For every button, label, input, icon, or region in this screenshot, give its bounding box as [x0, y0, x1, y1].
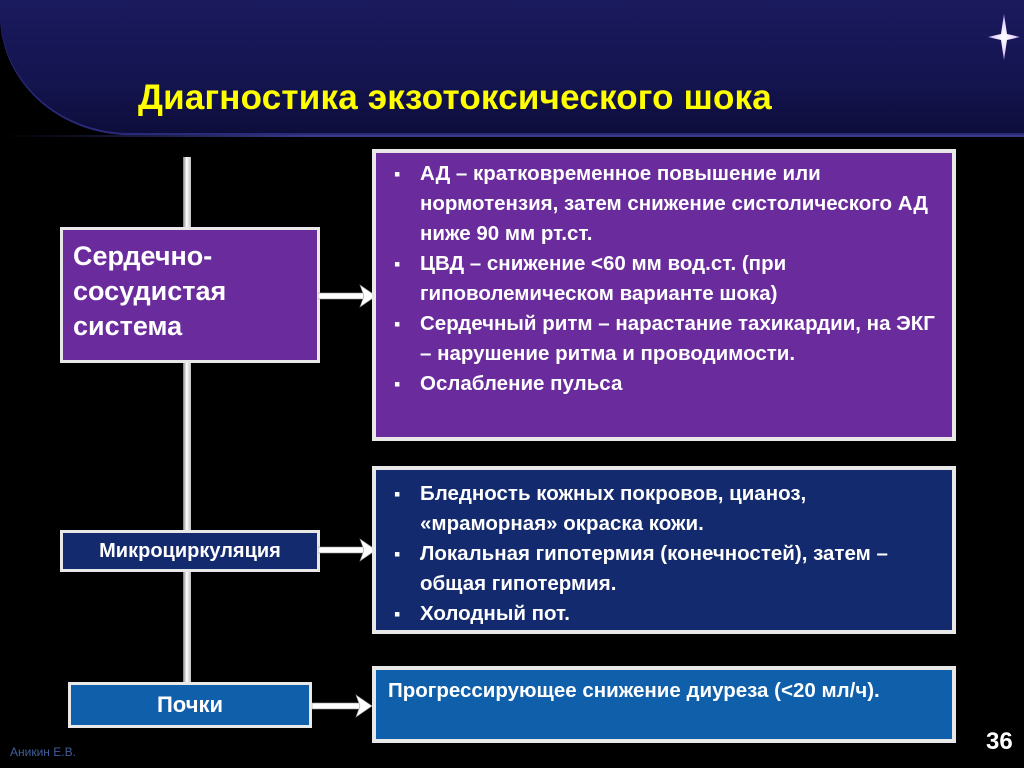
- arrow-right-icon: [318, 284, 377, 308]
- cardio-label-box: Сердечно-сосудистая система: [60, 227, 320, 363]
- list-item: ЦВД – снижение <60 мм вод.ст. (при гипов…: [386, 249, 942, 309]
- page-number: 36: [986, 728, 1013, 755]
- list-item: Холодный пот.: [386, 599, 942, 629]
- micro-label: Микроциркуляция: [99, 540, 281, 562]
- cardio-list: АД – кратковременное повышение или нормо…: [386, 159, 942, 399]
- connector-line: [183, 157, 191, 687]
- arrow-right-icon: [318, 538, 377, 562]
- four-point-star-icon: [988, 14, 1020, 60]
- micro-list: Бледность кожных покровов, цианоз, «мрам…: [386, 479, 942, 629]
- kidney-label: Почки: [156, 692, 223, 717]
- header-band: [0, 0, 1024, 137]
- slide-title: Диагностика экзотоксического шока: [138, 78, 772, 117]
- list-item: Сердечный ритм – нарастание тахикардии, …: [386, 309, 942, 369]
- kidney-text: Прогрессирующее снижение диуреза (<20 мл…: [388, 679, 880, 702]
- list-item: Бледность кожных покровов, цианоз, «мрам…: [386, 479, 942, 539]
- micro-label-box: Микроциркуляция: [60, 530, 320, 572]
- micro-info-box: Бледность кожных покровов, цианоз, «мрам…: [372, 466, 956, 634]
- list-item: АД – кратковременное повышение или нормо…: [386, 159, 942, 249]
- cardio-info-box: АД – кратковременное повышение или нормо…: [372, 149, 956, 441]
- arrow-right-icon: [312, 694, 372, 718]
- list-item: Ослабление пульса: [386, 369, 942, 399]
- kidney-label-box: Почки: [68, 682, 312, 728]
- kidney-info-box: Прогрессирующее снижение диуреза (<20 мл…: [372, 666, 956, 743]
- cardio-label: Сердечно-сосудистая система: [73, 241, 227, 341]
- list-item: Локальная гипотермия (конечностей), зате…: [386, 539, 942, 599]
- author-credit: Аникин Е.В.: [10, 745, 76, 759]
